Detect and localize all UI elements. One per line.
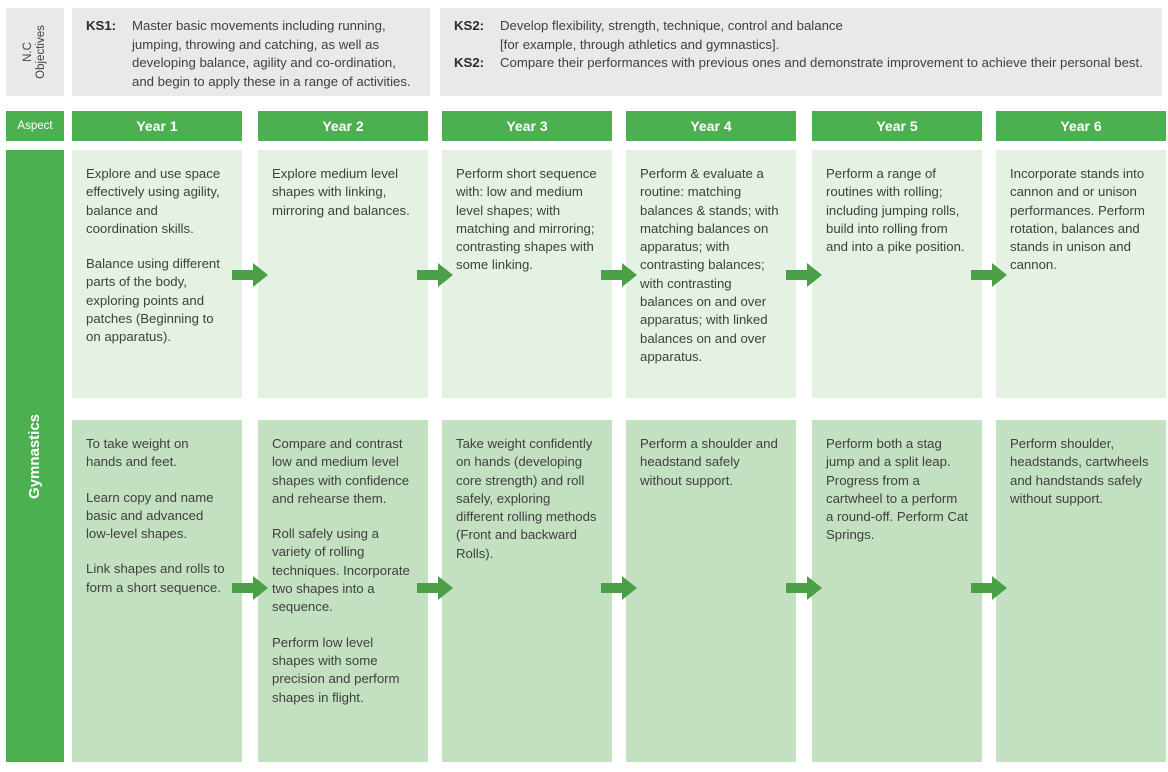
arrow-right-icon [231,575,269,601]
aspect-column-header-label: Aspect [17,120,53,132]
cell-row-2-year-5: Perform both a stag jump and a split lea… [812,420,982,762]
year-header-label: Year 1 [136,118,178,134]
year-header-1: Year 1 [72,111,242,141]
cell-row-1-year-2: Explore medium level shapes with linking… [258,150,428,398]
year-header-2: Year 2 [258,111,428,141]
nc-objectives-label-line2: Objectives [35,25,47,79]
cell-paragraph: Perform short sequence with: low and med… [456,166,597,273]
cell-paragraph: Perform a shoulder and headstand safely … [640,436,778,488]
year-header-label: Year 6 [1060,118,1102,134]
aspect-column-header: Aspect [6,111,64,141]
cell-paragraph: Explore medium level shapes with linking… [272,166,410,218]
cell-paragraph: Perform low level shapes with some preci… [272,634,400,705]
nc-objectives-label: N.C Objectives [6,8,64,96]
arrow-right-icon [970,262,1008,288]
aspect-gymnastics-label: Gymnastics [26,413,44,499]
year-header-label: Year 3 [506,118,548,134]
ks2-first-line2: [for example, through athletics and gymn… [500,36,780,52]
ks1-text: Master basic movements including running… [132,18,411,89]
cell-row-2-year-2: Compare and contrast low and medium leve… [258,420,428,762]
nc-objectives-label-line1: N.C [22,42,34,62]
arrow-right-icon [231,262,269,288]
cell-paragraph: Explore and use space effectively using … [86,166,221,236]
cell-paragraph: Link shapes and rolls to form a short se… [86,561,225,595]
ks2-first-tag: KS2: [454,18,485,33]
ks1-tag: KS1: [86,18,117,33]
cell-paragraph: Learn copy and name basic and advanced l… [86,489,214,542]
cell-paragraph: Take weight confidently on hands (develo… [456,436,597,561]
arrow-right-icon [416,575,454,601]
ks2-second-text: Compare their performances with previous… [500,55,1143,70]
cell-paragraph: To take weight on hands and feet. [86,436,189,470]
cell-row-1-year-1: Explore and use space effectively using … [72,150,242,398]
arrow-right-icon [785,262,823,288]
year-header-label: Year 2 [322,118,364,134]
year-header-5: Year 5 [812,111,982,141]
cell-row-1-year-5: Perform a range of routines with rolling… [812,150,982,398]
ks2-second-tag: KS2: [454,55,485,70]
cell-row-2-year-4: Perform a shoulder and headstand safely … [626,420,796,762]
arrow-right-icon [785,575,823,601]
cell-row-2-year-1: To take weight on hands and feet. Learn c… [72,420,242,762]
ks2-first-line1: Develop flexibility, strength, technique… [500,18,843,33]
cell-row-1-year-6: Incorporate stands into cannon and or un… [996,150,1166,398]
year-header-label: Year 5 [876,118,918,134]
cell-row-2-year-3: Take weight confidently on hands (develo… [442,420,612,762]
cell-paragraph: Perform & evaluate a routine: matching b… [640,166,779,364]
arrow-right-icon [416,262,454,288]
year-header-3: Year 3 [442,111,612,141]
cell-row-1-year-3: Perform short sequence with: low and med… [442,150,612,398]
year-header-label: Year 4 [690,118,732,134]
cell-paragraph: Perform both a stag jump and a split lea… [826,436,968,543]
cell-paragraph: Incorporate stands into cannon and or un… [1010,166,1145,273]
ks2-objective-box: KS2: Develop flexibility, strength, tech… [440,8,1162,96]
ks1-objective-box: KS1: Master basic movements including ru… [72,8,430,96]
arrow-right-icon [600,262,638,288]
cell-paragraph: Compare and contrast low and medium leve… [272,436,410,506]
cell-paragraph: Perform a range of routines with rolling… [826,166,965,255]
cell-paragraph: Roll safely using a variety of rolling t… [272,526,410,615]
year-header-4: Year 4 [626,111,796,141]
arrow-right-icon [600,575,638,601]
year-header-6: Year 6 [996,111,1166,141]
cell-row-1-year-4: Perform & evaluate a routine: matching b… [626,150,796,398]
cell-paragraph: Balance using different parts of the bod… [86,256,220,345]
aspect-gymnastics-bar: Gymnastics [6,150,64,762]
arrow-right-icon [970,575,1008,601]
cell-row-2-year-6: Perform shoulder, headstands, cartwheels… [996,420,1166,762]
cell-paragraph: Perform shoulder, headstands, cartwheels… [1010,436,1149,506]
